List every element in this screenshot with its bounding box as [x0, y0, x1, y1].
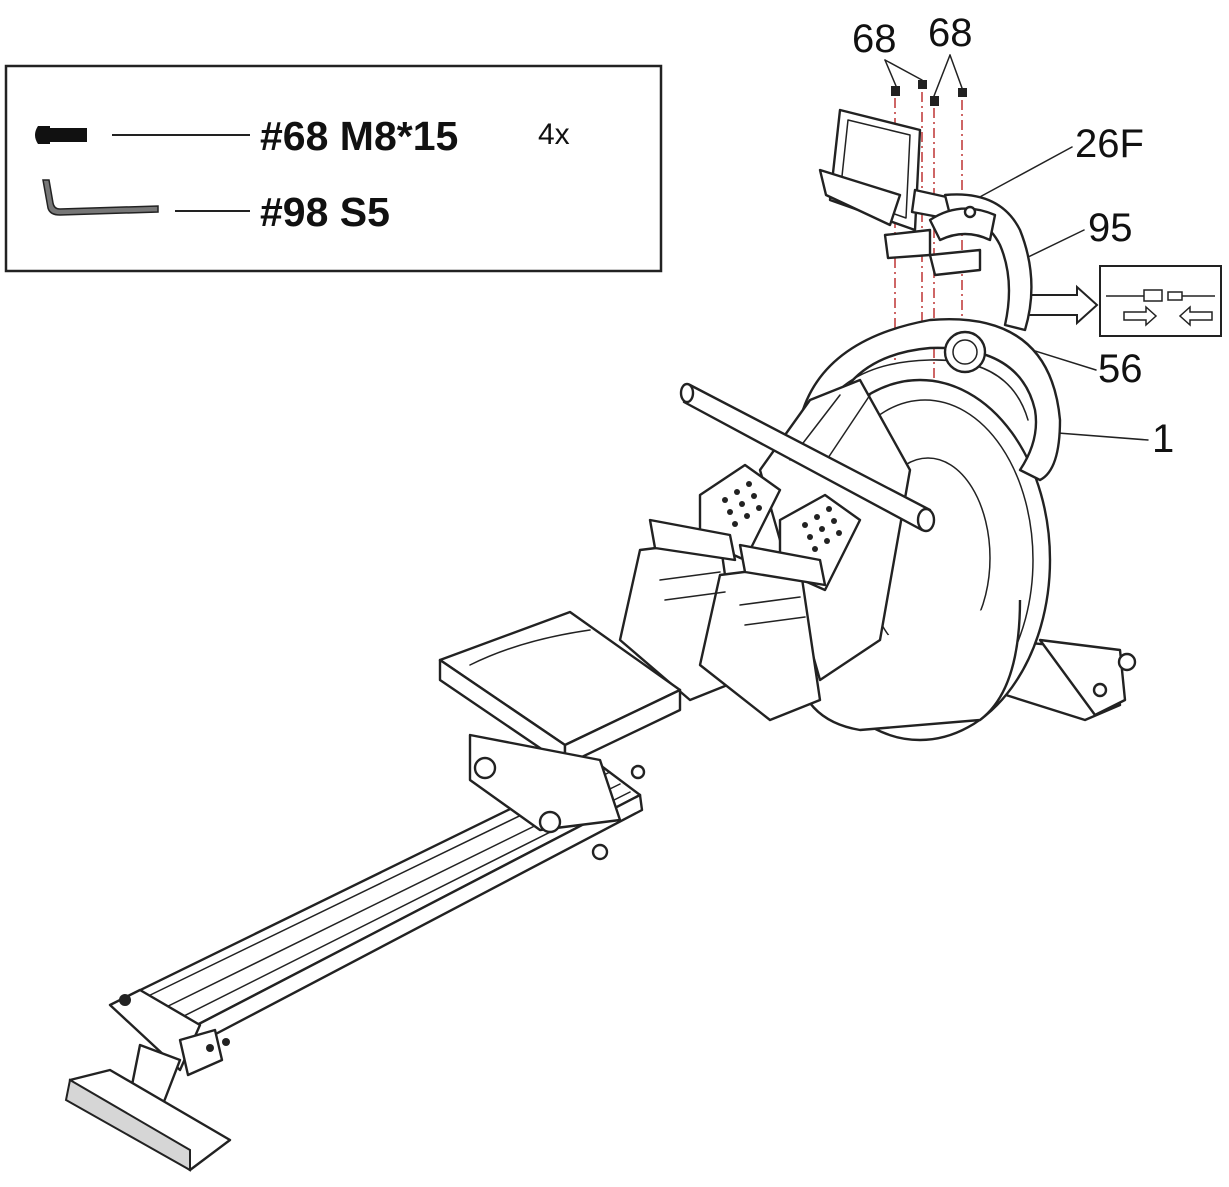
seat — [438, 610, 682, 834]
part-label-56: 56 — [1098, 347, 1143, 391]
bolt-label: #68 M8*15 — [260, 113, 458, 159]
part-label-26f: 26F — [1075, 122, 1144, 166]
part-label-95: 95 — [1088, 206, 1133, 250]
cable-connector-icon — [1106, 289, 1215, 302]
part-label-68-left: 68 — [852, 17, 897, 61]
allen-key-label: #98 S5 — [260, 189, 390, 235]
front-stabilizer — [64, 988, 232, 1172]
foot-plates — [618, 463, 862, 722]
part-label-68-right: 68 — [928, 11, 973, 55]
hardware-legend-box: #68 M8*15 4x #98 S5 — [4, 64, 663, 273]
screw-icons — [891, 80, 967, 106]
part-label-1: 1 — [1152, 417, 1174, 461]
connector-detail-box — [1099, 265, 1222, 337]
bolt-icon — [35, 126, 87, 144]
bolt-quantity: 4x — [538, 118, 570, 151]
handle-bar — [679, 382, 936, 533]
monitor-cover — [928, 193, 1033, 332]
rowing-machine — [64, 108, 1137, 1172]
leader-lines — [884, 54, 1149, 441]
allen-key-icon — [42, 179, 159, 216]
console — [818, 108, 982, 277]
